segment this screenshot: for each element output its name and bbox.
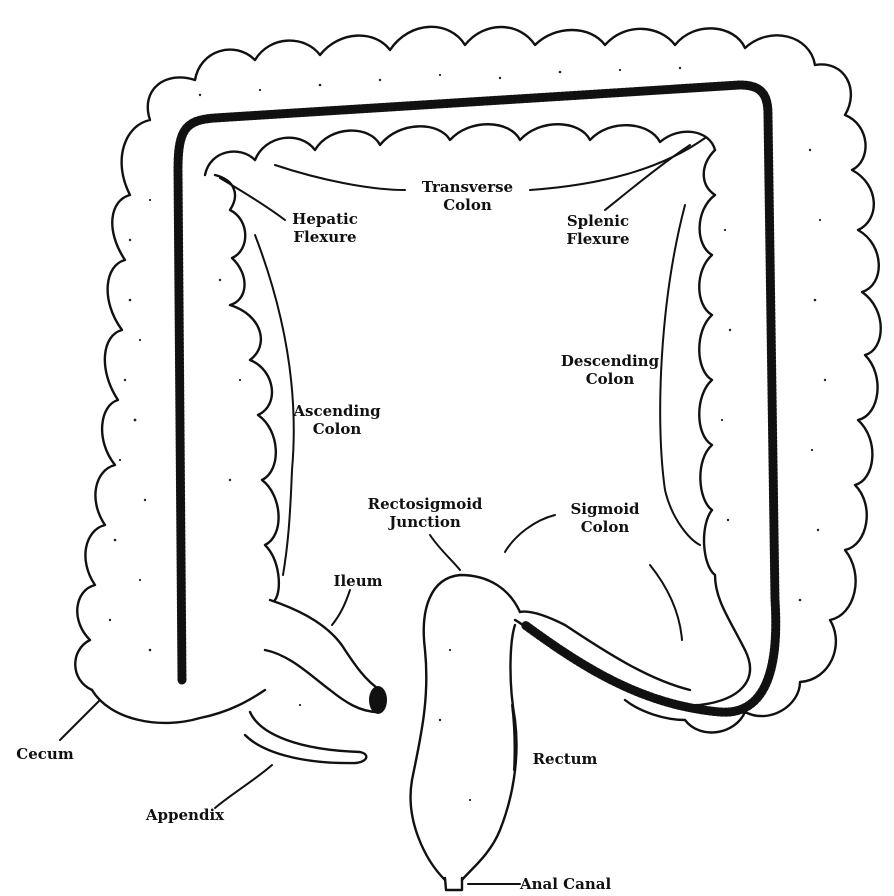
label-sigmoid-line2: Colon (555, 518, 655, 536)
label-ascending-line1: Ascending (272, 402, 402, 420)
leader-ileum (332, 590, 350, 625)
label-hepatic-line2: Flexure (275, 228, 375, 246)
leader-rectosigmoid (430, 535, 460, 570)
label-ileum-text: Ileum (318, 572, 398, 590)
label-splenic-line2: Flexure (548, 230, 648, 248)
label-hepatic-flexure: Hepatic Flexure (275, 210, 375, 246)
cecum-outline (92, 690, 265, 723)
label-splenic-line1: Splenic (548, 212, 648, 230)
leader-sigmoid (505, 515, 555, 552)
label-transverse-line1: Transverse (405, 178, 530, 196)
label-cecum: Cecum (0, 745, 90, 763)
ileum-outline-top (270, 600, 380, 690)
label-anal-canal-text: Anal Canal (520, 875, 640, 893)
label-sigmoid-colon: Sigmoid Colon (555, 500, 655, 536)
label-ileum: Ileum (318, 572, 398, 590)
label-transverse-line2: Colon (405, 196, 530, 214)
leader-transverse-left (275, 165, 405, 190)
leader-splenic (605, 145, 690, 210)
label-descending-line1: Descending (545, 352, 675, 370)
label-sigmoid-line1: Sigmoid (555, 500, 655, 518)
anal-canal-outline (445, 878, 462, 890)
label-appendix: Appendix (125, 806, 245, 824)
label-ascending-line2: Colon (272, 420, 402, 438)
label-rectosigmoid-junction: Rectosigmoid Junction (345, 495, 505, 531)
colon-inner-outline-ascending (215, 175, 279, 600)
label-descending-colon: Descending Colon (545, 352, 675, 388)
colon-outer-outline (75, 27, 881, 733)
appendix-outline (245, 712, 366, 763)
label-transverse-colon: Transverse Colon (405, 178, 530, 214)
label-rectum: Rectum (515, 750, 615, 768)
ileum-outline-bottom (265, 650, 378, 712)
label-appendix-text: Appendix (125, 806, 245, 824)
label-ascending-colon: Ascending Colon (272, 402, 402, 438)
colon-inner-outline-descending (699, 150, 745, 650)
label-rectum-text: Rectum (515, 750, 615, 768)
speckle-shading (109, 67, 826, 801)
ileum-opening (369, 686, 387, 714)
label-rectosigmoid-line2: Junction (345, 513, 505, 531)
rectum-outline-right (462, 625, 517, 880)
leader-transverse-right (530, 138, 705, 190)
leader-cecum (60, 700, 100, 740)
rectum-outline-left (411, 575, 520, 880)
label-anal-canal: Anal Canal (520, 875, 640, 893)
leader-sigmoid-lower (650, 565, 682, 640)
label-cecum-text: Cecum (0, 745, 90, 763)
label-rectosigmoid-line1: Rectosigmoid (345, 495, 505, 513)
label-descending-line2: Colon (545, 370, 675, 388)
label-splenic-flexure: Splenic Flexure (548, 212, 648, 248)
leader-appendix (215, 765, 272, 808)
label-hepatic-line1: Hepatic (275, 210, 375, 228)
